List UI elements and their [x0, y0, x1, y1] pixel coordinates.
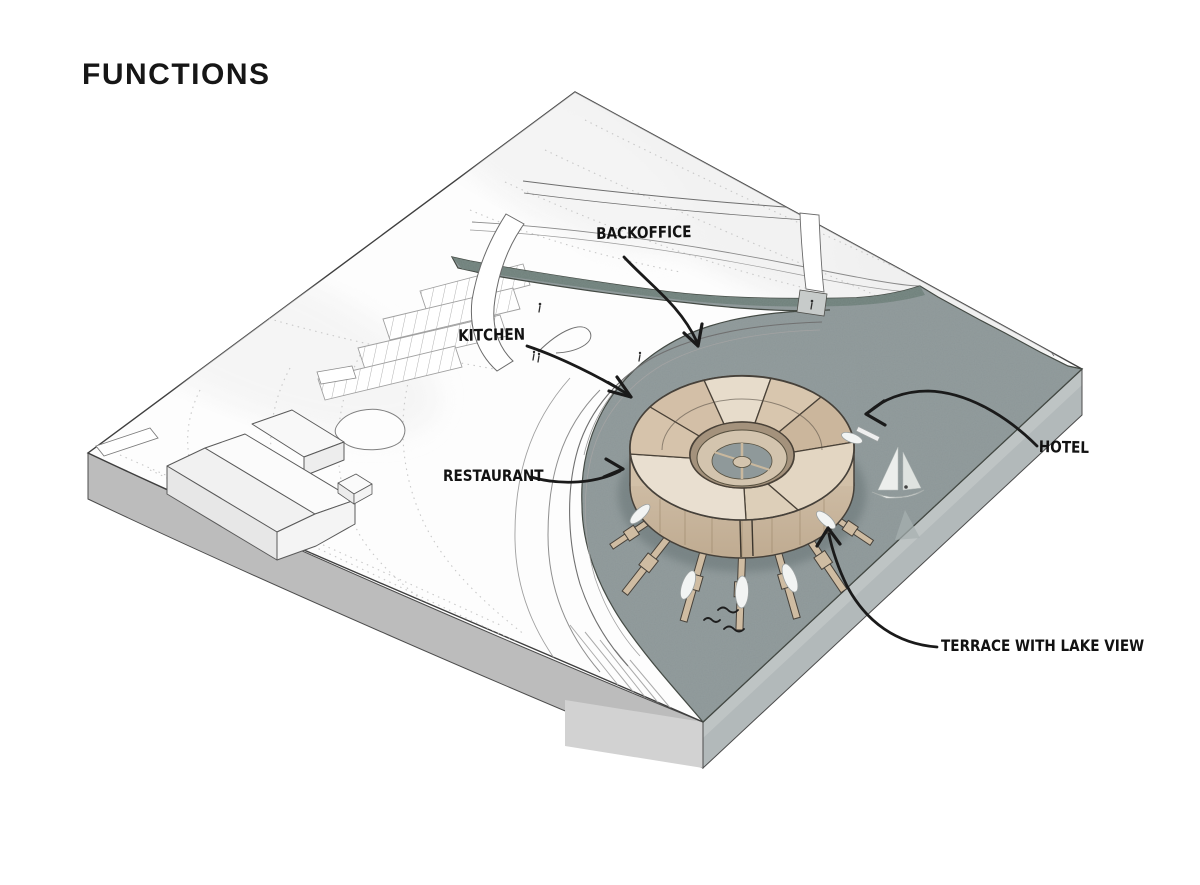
wave-marks [703, 606, 745, 633]
kitchen-arrow [525, 344, 633, 399]
backoffice-arrow [622, 255, 704, 348]
people-figures [532, 299, 814, 363]
gabled-building [166, 409, 356, 561]
circular-building [609, 375, 875, 631]
ring-segments [629, 375, 855, 521]
terrain-side-left-light [565, 700, 703, 768]
access-roads [95, 213, 823, 667]
inner-courtyard [689, 421, 795, 489]
moored-boats [629, 425, 881, 609]
page-title: FUNCTIONS [82, 58, 271, 91]
small-hut [337, 473, 373, 505]
lake-side-face-highlight [703, 369, 1082, 738]
riverside-path [469, 221, 921, 293]
restaurant-arrow [529, 457, 625, 484]
ground-pad [316, 365, 357, 385]
terrace-label: TERRACE WITH LAKE VIEW [941, 636, 1145, 655]
kitchen-label: KITCHEN [458, 324, 526, 345]
hotel-arrow [864, 389, 1039, 448]
sailboat [871, 446, 925, 540]
hotel-label: HOTEL [1038, 437, 1090, 458]
restaurant-label: RESTAURANT [443, 466, 544, 485]
facade-gap [739, 519, 754, 558]
terrace-arrow [815, 526, 939, 649]
backoffice-label: BACKOFFICE [596, 222, 692, 243]
